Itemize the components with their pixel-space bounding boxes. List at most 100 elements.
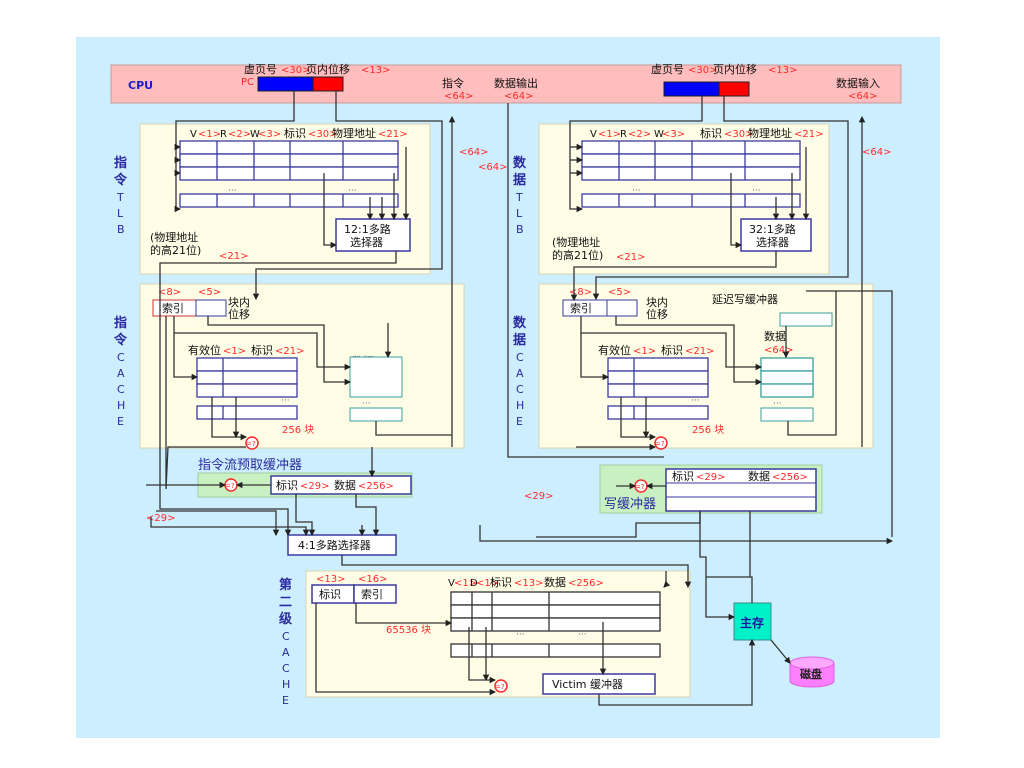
wire xyxy=(569,96,703,213)
itlb-row xyxy=(179,193,399,208)
svg-text:<5>: <5> xyxy=(198,287,221,298)
svg-text:<13>: <13> xyxy=(514,578,543,589)
svg-text:W: W xyxy=(654,129,664,140)
svg-text:<5>: <5> xyxy=(608,287,631,298)
l2cache-side-label: 第 二 级 C A C H E xyxy=(279,577,293,707)
cpu-label: CPU xyxy=(128,79,153,92)
svg-text:<30>: <30> xyxy=(724,129,753,140)
svg-text:L: L xyxy=(516,207,523,220)
svg-text:65536 块: 65536 块 xyxy=(386,624,431,636)
svg-text:物理地址: 物理地址 xyxy=(332,126,376,140)
svg-text:V: V xyxy=(448,578,455,589)
svg-text:A: A xyxy=(516,367,524,380)
svg-text:有效位: 有效位 xyxy=(598,343,631,357)
svg-text:V: V xyxy=(190,129,197,140)
svg-text:标识: 标识 xyxy=(661,343,683,357)
wire xyxy=(706,576,753,603)
wire xyxy=(315,603,497,696)
icache: <8> <5> 索引 块内 位移 有效位 <1> 标识 <21> ··· 数据 … xyxy=(152,287,403,436)
svg-text:<256>: <256> xyxy=(568,578,604,589)
svg-text:数: 数 xyxy=(513,155,527,171)
wire xyxy=(295,494,316,537)
svg-text:=?: =? xyxy=(495,683,505,691)
svg-text:4:1多路选择器: 4:1多路选择器 xyxy=(298,538,371,552)
l2-row xyxy=(450,591,661,606)
svg-text:块内: 块内 xyxy=(228,295,250,309)
icache-tag-row xyxy=(196,405,298,420)
l2-row xyxy=(450,643,661,658)
wire xyxy=(615,316,763,386)
dcache-data-row xyxy=(760,383,814,398)
dcache: <8> <5> 索引 块内 位移 延迟写缓冲器 有效位 <1> 标识 <21> … xyxy=(562,287,833,436)
dcache-data-row xyxy=(760,357,814,372)
dtlb-table: V <1> R <2> W <3> 标识 <30> 物理地址 <21> ··· … xyxy=(581,126,823,208)
bus-bits-itlb-64: <64> xyxy=(459,147,488,158)
wire xyxy=(207,316,352,386)
wire xyxy=(806,290,893,537)
svg-text:E: E xyxy=(117,415,124,428)
svg-text:L: L xyxy=(117,207,124,220)
svg-text:<1>: <1> xyxy=(476,578,499,589)
svg-text:选择器: 选择器 xyxy=(350,235,383,249)
wire xyxy=(375,421,452,436)
svg-text:R: R xyxy=(220,129,227,140)
svg-text:标识: 标识 xyxy=(700,126,722,140)
svg-text:A: A xyxy=(117,367,125,380)
dtlb-note-2: 的高21位) xyxy=(552,248,603,262)
svg-text:<1>: <1> xyxy=(198,129,221,140)
svg-text:D: D xyxy=(470,578,478,589)
svg-text:C: C xyxy=(282,662,290,675)
data-out-bits: <64> xyxy=(504,91,533,102)
svg-text:位移: 位移 xyxy=(228,307,250,321)
write-buffer: 标识 <29> 数据 <256> 写缓冲器 =? xyxy=(599,464,823,514)
svg-text:物理地址: 物理地址 xyxy=(748,126,792,140)
itlb-row xyxy=(179,153,399,168)
svg-text:<1>: <1> xyxy=(598,129,621,140)
svg-text:32:1多路: 32:1多路 xyxy=(749,222,796,236)
svg-text:<1>: <1> xyxy=(454,578,477,589)
l2-row xyxy=(450,604,661,619)
svg-text:有效位: 有效位 xyxy=(188,343,221,357)
wire xyxy=(580,333,610,381)
wire xyxy=(173,333,199,381)
icache-data-array xyxy=(349,356,403,398)
svg-text:选择器: 选择器 xyxy=(756,235,789,249)
dcache-offset-field xyxy=(606,299,638,317)
svg-text:<13>: <13> xyxy=(316,574,345,585)
pc-vpn-field xyxy=(257,76,314,92)
icache-side-label: 指 令 C A C H E xyxy=(114,315,128,428)
svg-text:标识: 标识 xyxy=(251,343,273,357)
svg-text:数据: 数据 xyxy=(334,478,356,492)
itlb-row xyxy=(179,140,399,155)
svg-text:<29>: <29> xyxy=(696,472,725,483)
svg-text:C: C xyxy=(117,383,125,396)
wire xyxy=(770,639,791,664)
svg-text:标识: 标识 xyxy=(319,587,341,601)
svg-text:<256>: <256> xyxy=(358,481,394,492)
svg-text:C: C xyxy=(117,351,125,364)
itlb-row xyxy=(179,166,399,181)
svg-text:令: 令 xyxy=(114,332,128,348)
dtlb-row xyxy=(581,193,801,208)
svg-text:···: ··· xyxy=(516,630,525,640)
svg-text:H: H xyxy=(117,399,125,412)
instr-label: 指令 xyxy=(442,76,464,90)
svg-text:C: C xyxy=(516,351,524,364)
svg-text:=?: =? xyxy=(246,440,256,448)
data-out-label: 数据输出 xyxy=(494,76,538,90)
mux-4-to-1: 4:1多路选择器 xyxy=(287,534,397,556)
wire xyxy=(323,173,338,249)
svg-text:标识: 标识 xyxy=(490,575,512,589)
svg-text:H: H xyxy=(282,678,290,691)
svg-text:T: T xyxy=(116,191,124,204)
svg-text:Victim 缓冲器: Victim 缓冲器 xyxy=(552,677,623,691)
dcache-tag-row xyxy=(607,370,709,385)
cache-hierarchy-diagram: CPU PC 虚页号 <30> 页内位移 <13> 指令 <64> 数据输出 <… xyxy=(110,62,902,707)
itlb-note-1: (物理地址 xyxy=(150,230,198,244)
itlb-side-label: 指 令 T L B xyxy=(114,155,128,236)
bus-bits-dtlb-64: <64> xyxy=(478,162,507,173)
svg-text:指: 指 xyxy=(114,315,127,331)
dtlb-mux: 32:1多路 选择器 xyxy=(740,218,812,252)
svg-text:写缓冲器: 写缓冲器 xyxy=(604,497,656,512)
itlb-table: V <1> R <2> W <3> 标识 <30> 物理地址 <21> ··· … xyxy=(179,126,407,208)
